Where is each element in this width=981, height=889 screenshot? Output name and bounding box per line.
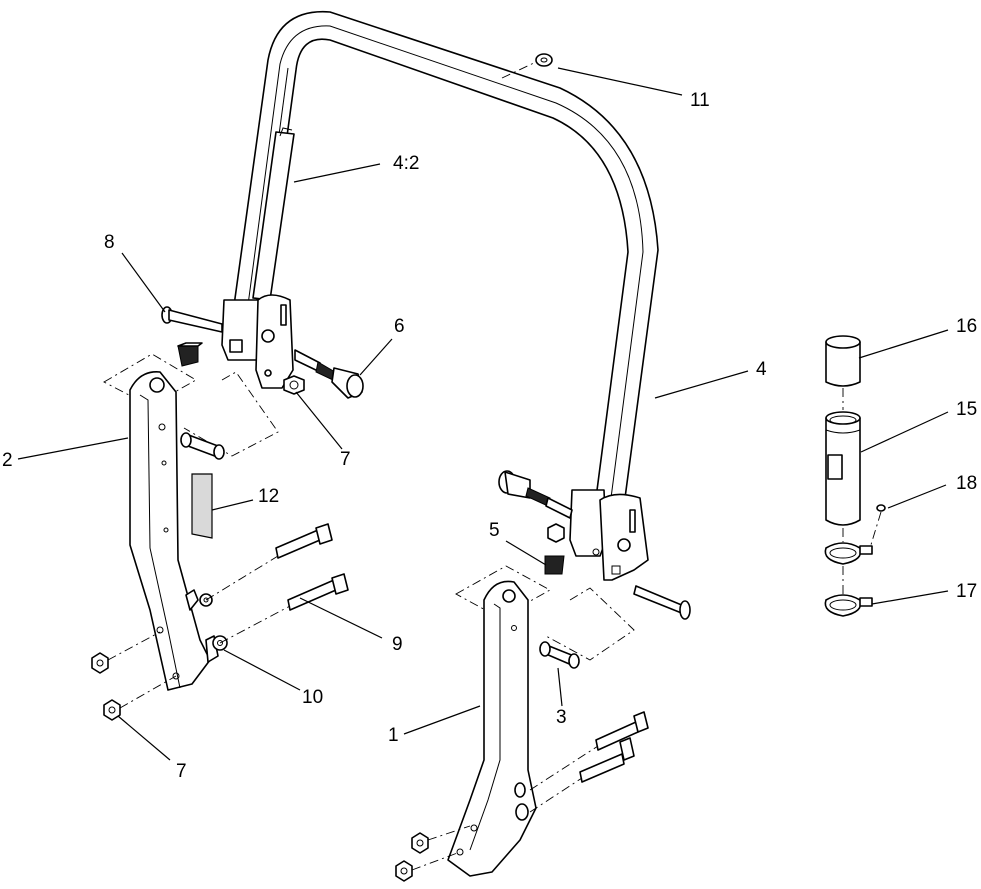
callout-8: 8 (104, 232, 115, 253)
callout-5: 5 (489, 520, 500, 541)
right-spacer-block (544, 555, 565, 575)
callout-4-2: 4:2 (393, 153, 420, 174)
left-spacer-block (177, 345, 199, 367)
callout-11: 11 (690, 90, 710, 111)
manual-tube-assembly (824, 335, 886, 617)
callout-18: 18 (956, 473, 978, 494)
right-knob-bolt (498, 470, 573, 519)
right-pin-bolt (633, 585, 691, 620)
leader-lines (17, 67, 949, 761)
left-knob-bolt (294, 349, 364, 399)
callout-2: 2 (2, 450, 13, 471)
callout-17: 17 (956, 581, 978, 602)
decal (191, 473, 213, 539)
right-sleeve (539, 641, 580, 669)
callout-12: 12 (258, 486, 280, 507)
left-pin-bolt (161, 306, 223, 333)
right-lower-nuts (395, 825, 471, 882)
left-sleeve (180, 432, 225, 460)
left-hoop-bracket (221, 294, 294, 389)
cap-washer (535, 53, 553, 67)
right-leg (447, 580, 537, 877)
left-lower-nuts (91, 631, 177, 721)
right-nut (547, 523, 565, 543)
callout-10: 10 (302, 687, 324, 708)
callout-3: 3 (556, 707, 567, 728)
callout-15: 15 (956, 399, 978, 420)
left-upper-nut (283, 375, 305, 395)
callout-7-lower: 7 (176, 761, 187, 782)
callout-1: 1 (388, 725, 399, 746)
callout-7-upper: 7 (340, 449, 351, 470)
callout-6: 6 (394, 316, 405, 337)
callout-16: 16 (956, 316, 978, 337)
left-bolts (199, 523, 349, 651)
right-hoop-bracket (569, 489, 649, 581)
right-bolts (529, 711, 649, 813)
callout-4: 4 (756, 359, 767, 380)
callout-9: 9 (392, 634, 403, 655)
rops-hoop (231, 10, 659, 499)
